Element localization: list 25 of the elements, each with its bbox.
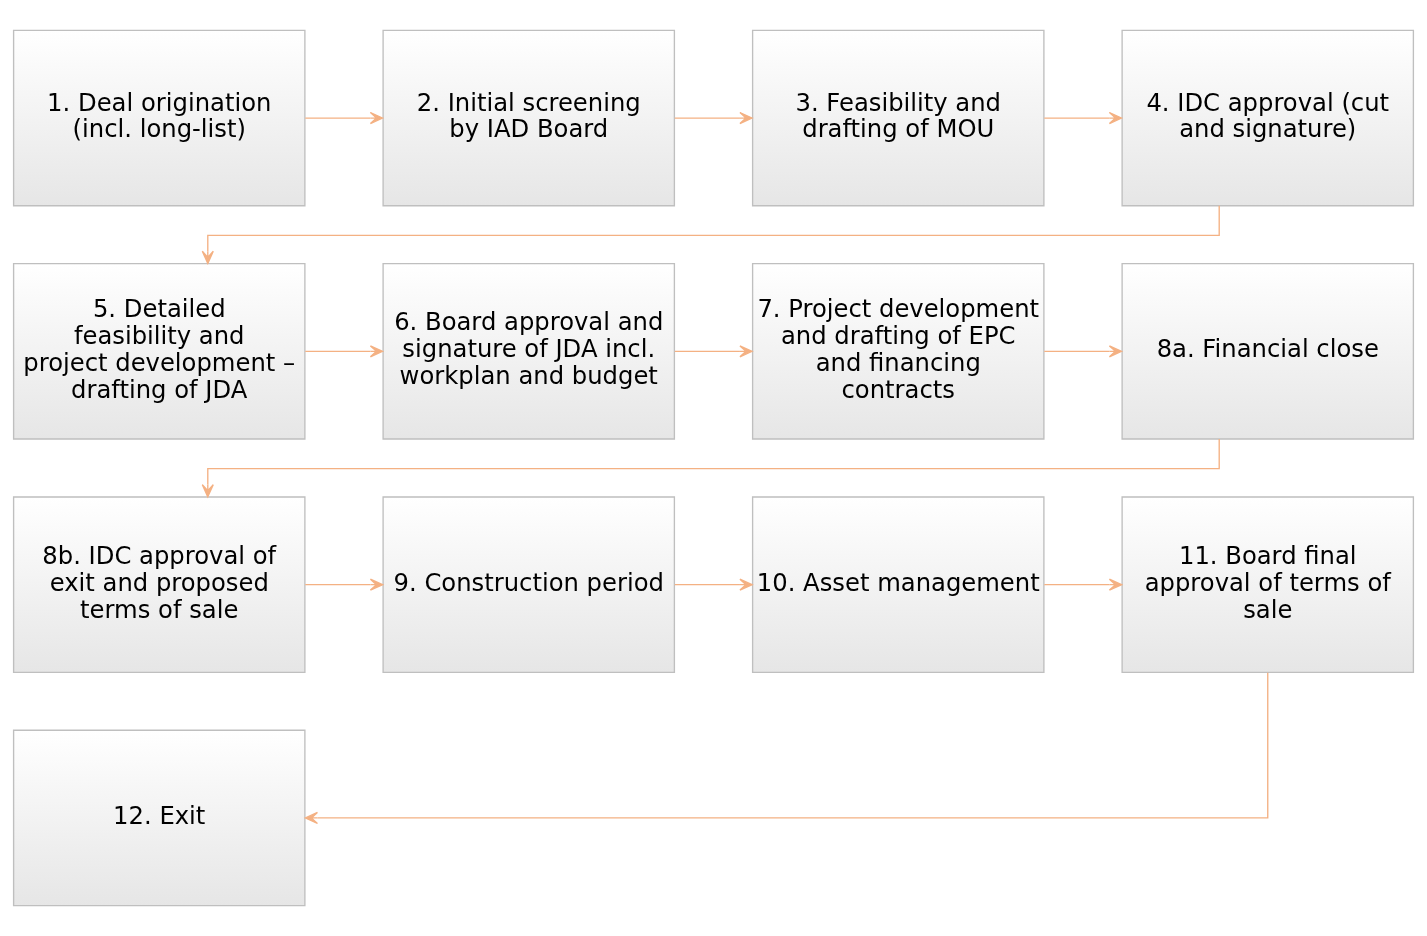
- arrow: [1043, 111, 1123, 125]
- node-box: 1. Deal origination (incl. long-list): [12, 29, 306, 207]
- node-box: 8a. Financial close: [1121, 263, 1415, 440]
- node-box: 10. Asset management: [751, 496, 1045, 673]
- arrow: [1043, 578, 1123, 591]
- node-box: 11. Board final approval of terms of sale: [1121, 496, 1415, 673]
- arrow: [674, 111, 753, 125]
- arrow: [201, 205, 1220, 265]
- node-box: 6. Board approval and signature of JDA incl. workplan and budget: [382, 263, 676, 440]
- node-box: 5. Detailed feasibility and project development – drafting of JDA: [12, 263, 306, 440]
- node-box: 2. Initial screening by IAD Board: [382, 29, 676, 207]
- arrow: [304, 111, 384, 125]
- arrow: [304, 578, 384, 591]
- arrow: [304, 672, 1269, 825]
- node-box: 9. Construction period: [382, 496, 676, 673]
- arrow: [674, 578, 753, 591]
- node-box: 8b. IDC approval of exit and proposed terms of sale: [12, 496, 306, 673]
- arrow: [1043, 345, 1123, 358]
- node-box: 7. Project development and drafting of EPC and financing contracts: [751, 263, 1045, 440]
- arrow: [201, 438, 1220, 498]
- node-box: 3. Feasibility and drafting of MOU: [751, 29, 1045, 207]
- node-box: 4. IDC approval (cut and signature): [1121, 29, 1415, 207]
- node-box: 12. Exit: [12, 729, 306, 907]
- arrow: [304, 345, 384, 358]
- arrow: [674, 345, 753, 358]
